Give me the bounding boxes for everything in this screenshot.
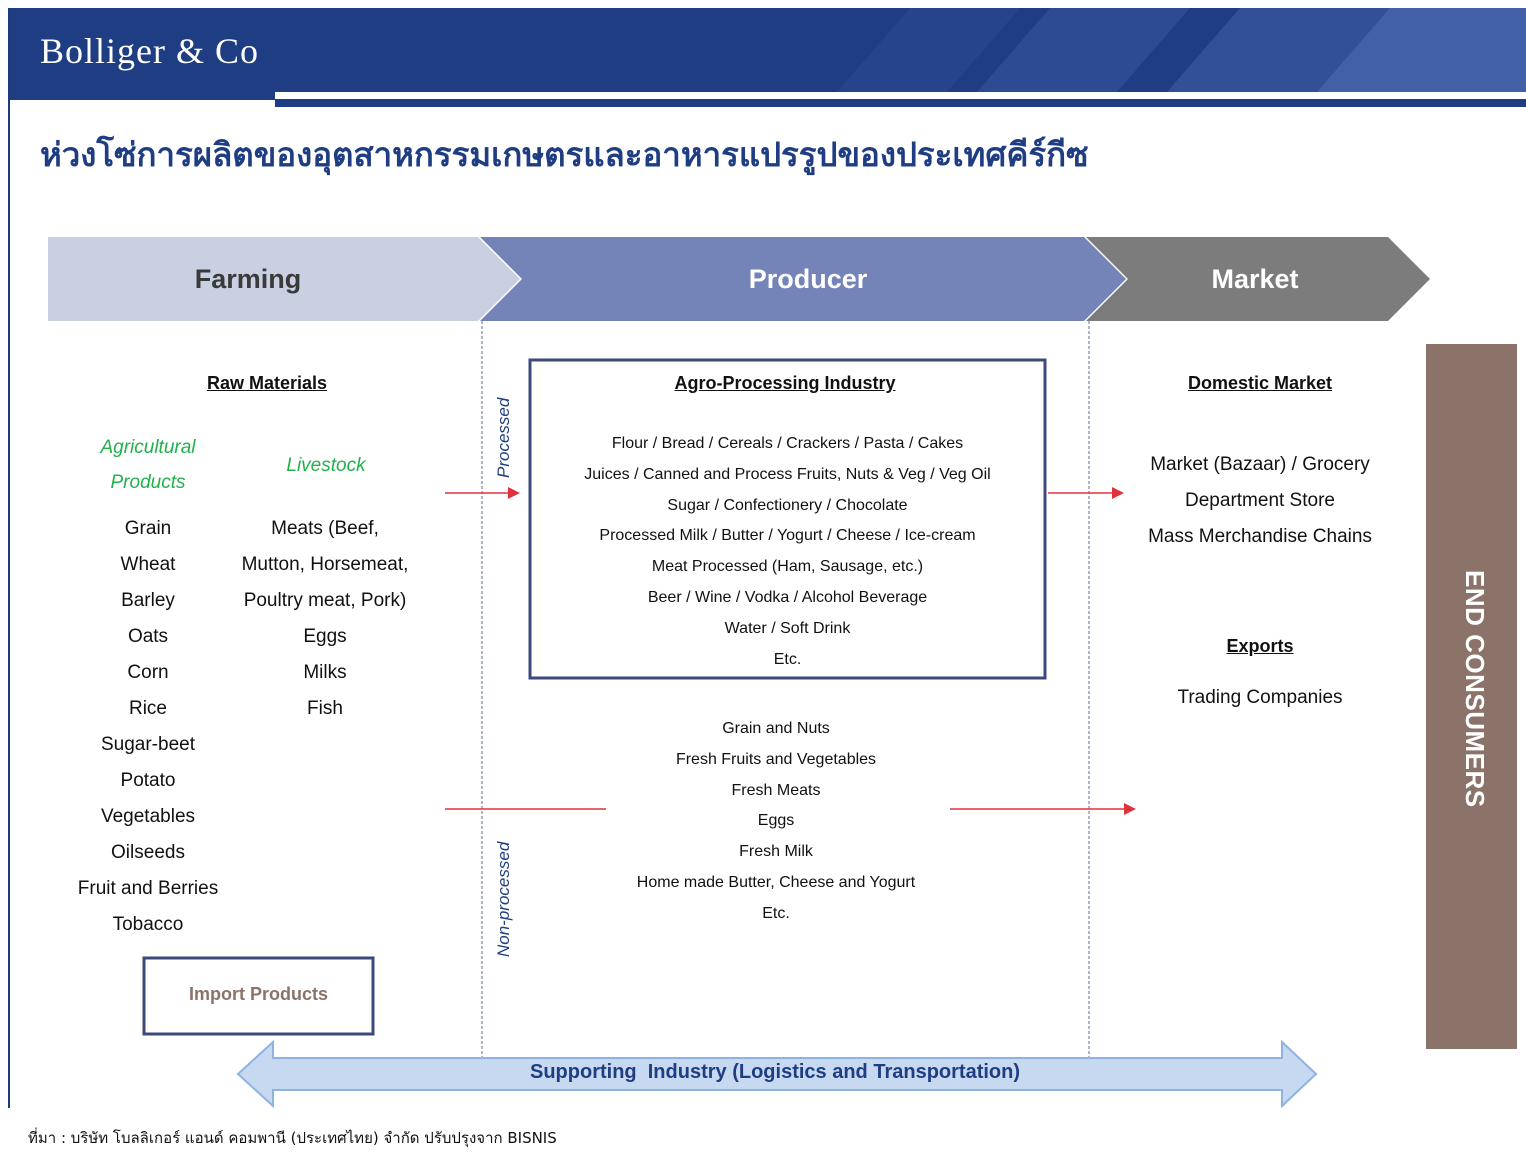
list-item: Milks — [303, 662, 347, 683]
supporting-arrow — [236, 1039, 1318, 1109]
list-item: Meat Processed (Ham, Sausage, etc.) — [651, 558, 924, 576]
list-item: Wheat — [120, 554, 176, 575]
domestic-market-list: Market (Bazaar) / Grocery Department Sto… — [1120, 447, 1400, 555]
agricultural-products-list: Grain Wheat Barley Oats Corn Rice Sugar-… — [48, 511, 248, 943]
list-item: Mass Merchandise Chains — [1148, 526, 1372, 547]
agricultural-label-line1: Agricultural — [100, 437, 196, 458]
page-title: ห่วงโซ่การผลิตของอุตสาหกรรมเกษตรและอาหาร… — [40, 135, 1089, 174]
livestock-list: Meats (Beef, Mutton, Horsemeat, Poultry … — [215, 511, 435, 727]
supporting-industry-label: Supporting Industry (Logistics and Trans… — [530, 1061, 1020, 1083]
header-banner — [10, 8, 1526, 100]
agro-box — [528, 358, 1047, 680]
exports-heading: Exports — [1226, 636, 1294, 656]
list-item: Processed Milk / Butter / Yogurt / Chees… — [599, 527, 976, 545]
list-item: Tobacco — [112, 914, 184, 935]
list-item: Potato — [120, 770, 176, 791]
list-item: Sugar-beet — [100, 734, 195, 755]
list-item: Etc. — [762, 904, 790, 922]
end-consumers-bar — [1426, 344, 1517, 1049]
list-item: Juices / Canned and Process Fruits, Nuts… — [584, 465, 991, 483]
end-consumers-label: END CONSUMERS — [1460, 570, 1490, 808]
header-decoration — [830, 8, 1526, 100]
header-stripe-lower — [275, 99, 1526, 107]
market-label: Market — [1211, 264, 1299, 294]
list-item: Fresh Fruits and Vegetables — [675, 750, 877, 768]
list-item: Trading Companies — [1177, 687, 1343, 708]
list-item: Oats — [127, 626, 169, 647]
import-products-label: Import Products — [188, 984, 328, 1004]
list-item: Grain and Nuts — [722, 720, 830, 737]
fresh-products-list: Grain and Nuts Fresh Fruits and Vegetabl… — [576, 714, 976, 930]
list-item: Grain — [124, 518, 172, 539]
list-item: Barley — [121, 590, 175, 611]
domestic-market-heading: Domestic Market — [1187, 373, 1333, 393]
list-item: Meats (Beef, — [271, 518, 379, 539]
agro-processing-list: Flour / Bread / Cereals / Crackers / Pas… — [540, 429, 1035, 675]
list-item: Market (Bazaar) / Grocery — [1150, 454, 1370, 475]
import-box — [142, 956, 375, 1036]
source-footnote: ที่มา : บริษัท โบลลิเกอร์ แอนด์ คอมพานี … — [28, 1129, 557, 1147]
list-item: Fish — [307, 698, 343, 719]
farming-label: Farming — [194, 264, 302, 294]
header-stripe — [275, 92, 1526, 99]
list-item: Water / Soft Drink — [724, 619, 851, 637]
agro-processing-heading: Agro-Processing Industry — [674, 373, 896, 393]
list-item: Home made Butter, Cheese and Yogurt — [636, 873, 916, 891]
list-item: Sugar / Confectionery / Chocolate — [667, 496, 908, 514]
list-item: Beer / Wine / Vodka / Alcohol Beverage — [647, 588, 928, 606]
list-item: Eggs — [757, 812, 795, 830]
non-processed-label: Non-processed — [494, 841, 513, 957]
market-chevron — [1086, 237, 1430, 321]
list-item: Eggs — [303, 626, 347, 647]
list-item: Rice — [128, 698, 167, 719]
list-item: Fresh Meats — [731, 781, 821, 799]
livestock-label: Livestock — [286, 455, 366, 476]
producer-label: Producer — [748, 264, 868, 294]
list-item: Fruit and Berries — [77, 878, 219, 899]
list-item: Fresh Milk — [739, 843, 813, 861]
frame-left-border — [8, 8, 10, 1108]
list-item: Department Store — [1185, 490, 1335, 511]
list-item: Flour / Bread / Cereals / Crackers / Pas… — [611, 435, 964, 452]
exports-list: Trading Companies — [1120, 680, 1400, 716]
list-item: Poultry meat, Pork) — [243, 590, 407, 611]
farming-chevron — [48, 237, 520, 321]
list-item: Corn — [127, 662, 169, 683]
list-item: Oilseeds — [111, 842, 185, 863]
agricultural-label-line2: Products — [110, 472, 186, 493]
list-item: Etc. — [773, 650, 802, 668]
raw-materials-heading: Raw Materials — [206, 373, 328, 393]
producer-chevron — [480, 237, 1126, 321]
processed-label: Processed — [494, 397, 513, 478]
company-logo: Bolliger & Co — [40, 31, 259, 71]
list-item: Vegetables — [100, 806, 196, 827]
list-item: Mutton, Horsemeat, — [241, 554, 409, 575]
